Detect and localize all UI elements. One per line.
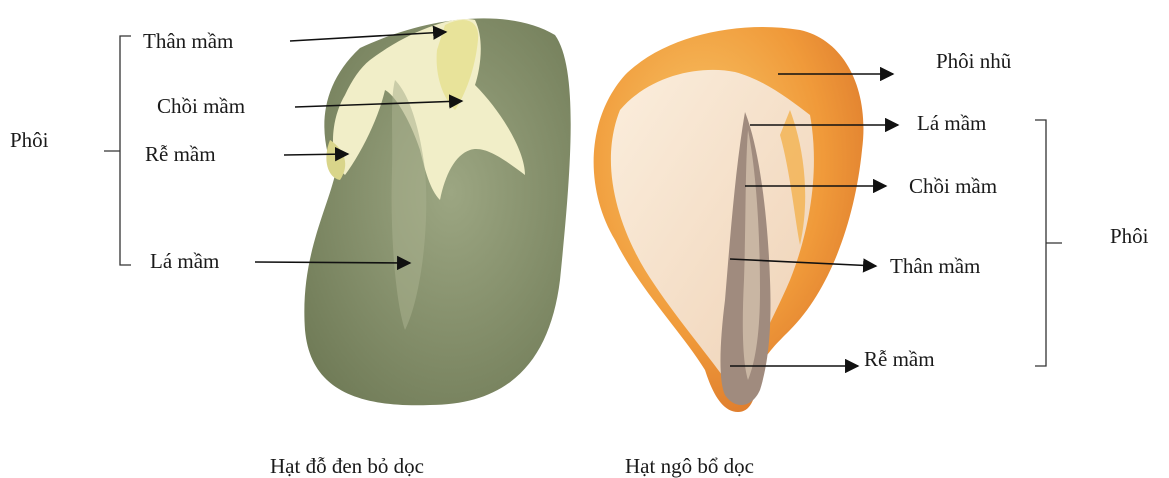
bean-label-choi-mam: Chồi mầm xyxy=(157,94,245,118)
corn-label-choi-mam: Chồi mầm xyxy=(909,174,997,198)
bean-seed-illustration xyxy=(304,18,570,405)
bean-caption: Hạt đỗ đen bỏ dọc xyxy=(270,454,424,478)
corn-phoi-bracket xyxy=(1035,120,1062,366)
bean-re-mam-arrow xyxy=(284,154,348,155)
corn-caption: Hạt ngô bổ dọc xyxy=(625,454,754,478)
corn-label-re-mam: Rễ mầm xyxy=(864,347,935,371)
corn-seed-illustration xyxy=(594,27,864,412)
bean-label-than-mam: Thân mầm xyxy=(143,29,233,53)
bean-label-la-mam: Lá mầm xyxy=(150,249,219,273)
corn-label-phoi-nhu: Phôi nhũ xyxy=(936,49,1012,73)
bean-phoi-bracket xyxy=(104,36,131,265)
corn-group-label-phoi: Phôi xyxy=(1110,224,1149,248)
corn-label-la-mam: Lá mầm xyxy=(917,111,986,135)
bean-la-mam-arrow xyxy=(255,262,410,263)
bean-group-label-phoi: Phôi xyxy=(10,128,49,152)
bean-label-re-mam: Rễ mầm xyxy=(145,142,216,166)
corn-label-than-mam: Thân mầm xyxy=(890,254,980,278)
